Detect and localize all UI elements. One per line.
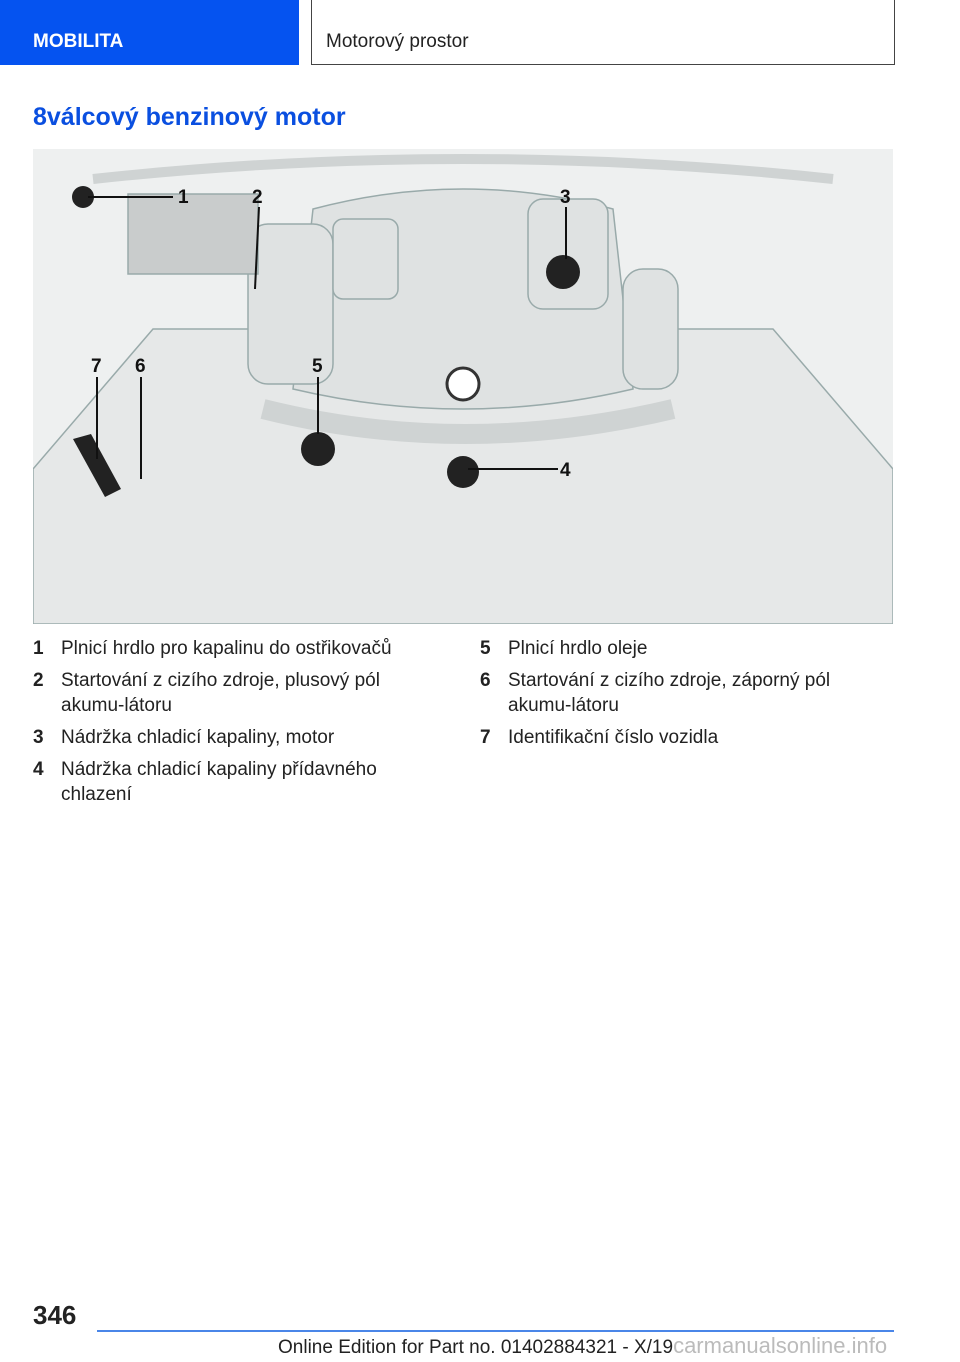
page-title: 8válcový benzinový motor: [33, 103, 346, 131]
section-tab: MOBILITA: [0, 0, 299, 65]
item-text: Startování z cizího zdroje, záporný pól …: [508, 670, 831, 716]
engine-compartment-illustration: 1 2 3 4 5 6 7: [32, 149, 894, 625]
chapter-header: Motorový prostor: [311, 0, 895, 65]
footer: Online Edition for Part no. 01402884321 …: [278, 1333, 887, 1359]
item-number: 5: [480, 638, 491, 659]
item-text: Plnicí hrdlo oleje: [508, 638, 648, 659]
page-number: 346: [33, 1300, 77, 1330]
callout-3: 3: [560, 187, 571, 208]
legend-item: 4 Nádržka chladicí kapaliny přídavného ch…: [33, 757, 446, 807]
item-number: 6: [480, 670, 491, 691]
item-text: Plnicí hrdlo pro kapalinu do ostřikovačů: [61, 638, 392, 659]
legend-left: 1 Plnicí hrdlo pro kapalinu do ostřikovač…: [33, 636, 446, 814]
legend-item: 3 Nádržka chladicí kapaliny, motor: [33, 725, 446, 750]
legend-item: 1 Plnicí hrdlo pro kapalinu do ostřikovač…: [33, 636, 446, 661]
callout-4: 4: [560, 460, 571, 481]
item-number: 2: [33, 670, 44, 691]
callout-5: 5: [312, 356, 323, 377]
edition-text: Online Edition for Part no. 01402884321 …: [278, 1337, 674, 1358]
item-number: 4: [33, 759, 44, 780]
item-number: 1: [33, 638, 44, 659]
item-number: 3: [33, 727, 44, 748]
item-text: Nádržka chladicí kapaliny, motor: [61, 727, 335, 748]
watermark[interactable]: carmanualsonline.info: [673, 1333, 888, 1358]
item-number: 7: [480, 727, 491, 748]
footer-rule: [97, 1330, 894, 1332]
item-text: Nádržka chladicí kapaliny přídavného chl…: [61, 759, 377, 805]
legend-right: 5 Plnicí hrdlo oleje 6 Startování z cizího…: [480, 636, 893, 757]
item-text: Startování z cizího zdroje, plusový pól …: [61, 670, 380, 716]
legend-item: 2 Startování z cizího zdroje, plusový pól…: [33, 668, 446, 718]
callout-7: 7: [91, 356, 102, 377]
callout-6: 6: [135, 356, 146, 377]
callout-1: 1: [178, 187, 189, 208]
item-text: Identifikační číslo vozidla: [508, 727, 719, 748]
legend-item: 6 Startování z cizího zdroje, záporný pól…: [480, 668, 893, 718]
callout-2: 2: [252, 187, 263, 208]
legend-item: 5 Plnicí hrdlo oleje: [480, 636, 893, 661]
legend-item: 7 Identifikační číslo vozidla: [480, 725, 893, 750]
